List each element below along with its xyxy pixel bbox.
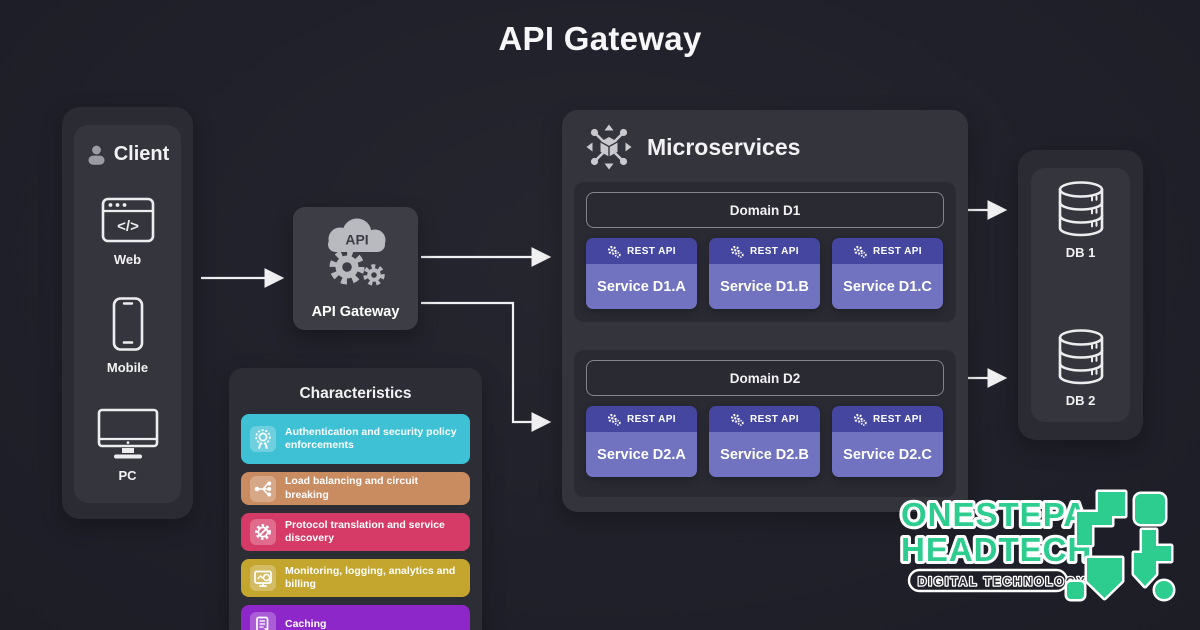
- circuit-glyph-icon: [1064, 489, 1176, 602]
- service-card-header: REST API: [709, 406, 820, 432]
- service-card-header: REST API: [709, 238, 820, 264]
- characteristics-title: Characteristics: [299, 385, 412, 402]
- service-card-header: REST API: [586, 238, 697, 264]
- gears-icon: [853, 245, 867, 258]
- page-title: API Gateway: [498, 20, 702, 57]
- characteristic-monitoring: Monitoring, logging, analytics and billi…: [241, 559, 470, 597]
- characteristic-label: Load balancing and circuit breaking: [285, 475, 419, 501]
- database-icon: [1058, 329, 1103, 385]
- domain-d1-box: Domain D1: [586, 192, 944, 228]
- logo-line2: HEADTECH: [901, 531, 1092, 568]
- logo-line1: ONESTEPA: [901, 496, 1088, 533]
- rest-api-badge: REST API: [750, 245, 799, 257]
- cache-document-icon: [250, 612, 276, 630]
- service-name: Service D1.C: [832, 264, 943, 309]
- gear-wrench-icon: [250, 519, 276, 545]
- characteristic-authentication: Authentication and security policy enfor…: [241, 414, 470, 464]
- medal-icon: [250, 426, 276, 452]
- desktop-icon: [97, 408, 158, 459]
- client-device-mobile: Mobile: [74, 296, 181, 375]
- person-icon: [88, 145, 105, 165]
- domain-d2-services: REST API Service D2.A REST API Service D…: [586, 406, 943, 477]
- monitor-analytics-icon: [250, 565, 276, 591]
- client-device-pc: PC: [74, 408, 181, 483]
- characteristic-label: Protocol translation and service discove…: [285, 518, 445, 544]
- service-card-d1b: REST API Service D1.B: [709, 238, 820, 309]
- service-card-d2a: REST API Service D2.A: [586, 406, 697, 477]
- load-balancer-icon: [250, 475, 276, 502]
- service-card-header: REST API: [832, 238, 943, 264]
- characteristic-label: Monitoring, logging, analytics and billi…: [285, 564, 456, 590]
- service-card-header: REST API: [832, 406, 943, 432]
- logo-tagline: DIGITAL TECHNOLOGY: [918, 577, 1087, 589]
- rest-api-badge: REST API: [873, 413, 922, 425]
- characteristic-label: Caching: [285, 618, 327, 630]
- characteristic-label: Authentication and security policy enfor…: [285, 425, 457, 451]
- domain-d1-group: Domain D1 REST API Service D1.A: [574, 182, 956, 322]
- db1-node: DB 1: [1031, 180, 1130, 260]
- domain-d2-box: Domain D2: [586, 360, 944, 396]
- db2-node: DB 2: [1031, 328, 1130, 408]
- api-gateway-label: API Gateway: [311, 304, 400, 320]
- service-card-d1a: REST API Service D1.A: [586, 238, 697, 309]
- service-card-d2b: REST API Service D2.B: [709, 406, 820, 477]
- characteristic-caching: Caching: [241, 605, 470, 630]
- device-label: Web: [113, 252, 142, 267]
- service-name: Service D2.C: [832, 432, 943, 477]
- browser-icon: </>: [101, 197, 154, 243]
- cloud-gears-icon: API: [327, 218, 385, 286]
- service-name: Service D1.B: [709, 264, 820, 309]
- microservices-panel: Microservices Domain D1 REST API Service…: [562, 110, 968, 512]
- service-name: Service D1.A: [586, 264, 697, 309]
- gear-small-icon: [362, 264, 385, 286]
- brand-logo: ONESTEPA HEADTECH DIGITAL TECHNOLOGY: [898, 489, 1176, 602]
- domain-d2-group: Domain D2 REST API Service D2.A: [574, 350, 956, 497]
- device-label: Mobile: [106, 360, 149, 375]
- device-label: PC: [118, 468, 137, 483]
- svg-text:API: API: [345, 232, 368, 248]
- rest-api-badge: REST API: [750, 413, 799, 425]
- characteristics-panel: Characteristics Authentication and secur…: [229, 368, 482, 630]
- gears-icon: [853, 413, 867, 426]
- service-card-header: REST API: [586, 406, 697, 432]
- characteristic-protocol-translation: Protocol translation and service discove…: [241, 513, 470, 551]
- mobile-icon: [112, 297, 143, 351]
- service-name: Service D2.A: [586, 432, 697, 477]
- db-label: DB 2: [1065, 393, 1096, 408]
- rest-api-badge: REST API: [627, 245, 676, 257]
- client-header: Client: [74, 143, 181, 166]
- service-card-d2c: REST API Service D2.C: [832, 406, 943, 477]
- client-device-web: </> Web: [74, 196, 181, 267]
- rest-api-badge: REST API: [873, 245, 922, 257]
- domain-d1-services: REST API Service D1.A REST API Service D…: [586, 238, 943, 309]
- db-label: DB 1: [1065, 245, 1096, 260]
- gears-icon: [607, 413, 621, 426]
- gears-icon: [730, 413, 744, 426]
- database-icon: [1058, 181, 1103, 237]
- rest-api-badge: REST API: [627, 413, 676, 425]
- service-card-d1c: REST API Service D1.C: [832, 238, 943, 309]
- gear-icon: [329, 249, 364, 285]
- client-title: Client: [113, 143, 170, 165]
- characteristic-load-balancing: Load balancing and circuit breaking: [241, 472, 470, 505]
- service-name: Service D2.B: [709, 432, 820, 477]
- microservices-title: Microservices: [647, 133, 801, 160]
- api-gateway-node: API API Gateway: [293, 207, 418, 330]
- gears-icon: [730, 245, 744, 258]
- microservices-icon: [586, 124, 632, 170]
- svg-text:</>: </>: [117, 218, 139, 235]
- microservices-header: Microservices: [586, 124, 800, 170]
- gears-icon: [607, 245, 621, 258]
